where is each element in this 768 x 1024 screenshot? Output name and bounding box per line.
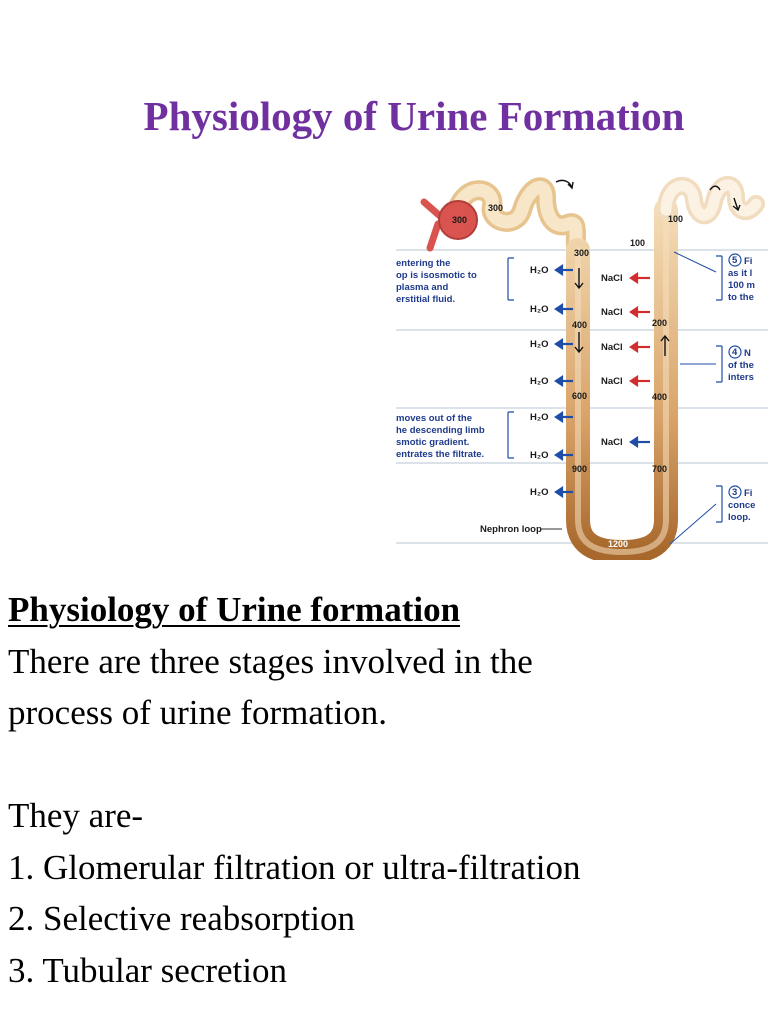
h2o-label: H₂O: [530, 339, 548, 350]
glomerulus: [420, 198, 478, 252]
svg-text:conce: conce: [728, 500, 755, 511]
nacl-arrows: [629, 271, 650, 449]
flow-arrows: [555, 179, 741, 356]
left-note-2: moves out of the he descending limb smot…: [396, 411, 514, 460]
svg-text:N: N: [744, 348, 751, 359]
nacl-label: NaCl: [601, 342, 623, 353]
right-note-5: 5 Fi as it l 100 m to the: [673, 251, 755, 303]
svg-text:Fi: Fi: [744, 256, 752, 267]
svg-text:to the: to the: [728, 292, 754, 303]
svg-text:entering the: entering the: [396, 258, 450, 269]
stage-item: 2. Selective reabsorption: [8, 899, 355, 938]
osm-desc-900: 900: [572, 464, 587, 474]
h2o-label: H₂O: [530, 376, 548, 387]
osm-asc-700: 700: [652, 464, 667, 474]
nacl-label: NaCl: [601, 376, 623, 387]
left-note-1: entering the op is isosmotic to plasma a…: [396, 257, 514, 305]
svg-text:entrates the filtrate.: entrates the filtrate.: [396, 449, 484, 460]
h2o-label: H₂O: [530, 265, 548, 276]
svg-text:3: 3: [732, 487, 737, 498]
h2o-label: H₂O: [530, 450, 548, 461]
svg-text:erstitial fluid.: erstitial fluid.: [396, 294, 455, 305]
body-text: Physiology of Urine formation There are …: [8, 584, 763, 996]
osm-distal: 100: [668, 214, 683, 224]
osm-bottom: 1200: [608, 539, 628, 549]
osm-asc-top: 100: [630, 238, 645, 248]
svg-text:he descending limb: he descending limb: [396, 425, 485, 436]
h2o-label: H₂O: [530, 304, 548, 315]
nacl-label: NaCl: [601, 307, 623, 318]
svg-text:op is isosmotic to: op is isosmotic to: [396, 270, 477, 281]
svg-text:moves out of the: moves out of the: [396, 413, 472, 424]
lead-line: They are-: [8, 796, 144, 835]
nephron-loop-label: Nephron loop: [480, 524, 542, 535]
osm-asc-200: 200: [652, 318, 667, 328]
svg-text:4: 4: [732, 347, 738, 358]
osm-glomerulus: 300: [452, 215, 467, 225]
svg-text:smotic gradient.: smotic gradient.: [396, 437, 469, 448]
osm-desc-top: 300: [574, 248, 589, 258]
svg-text:5: 5: [732, 255, 738, 266]
nacl-label: NaCl: [601, 437, 623, 448]
svg-text:100 m: 100 m: [728, 280, 755, 291]
h2o-arrows: [554, 263, 573, 499]
osm-asc-400: 400: [652, 392, 667, 402]
svg-text:of the: of the: [728, 360, 754, 371]
svg-text:Fi: Fi: [744, 488, 752, 499]
nephron-loop-diagram: 300 300 300 400 600 900 1200 700 400 200…: [396, 160, 768, 560]
section-heading: Physiology of Urine formation: [8, 590, 461, 629]
h2o-label: H₂O: [530, 412, 548, 423]
svg-text:loop.: loop.: [728, 512, 751, 523]
svg-text:as it l: as it l: [728, 268, 752, 279]
osm-glomerulus-out: 300: [488, 203, 503, 213]
right-note-4: 4 N of the inters: [680, 345, 754, 383]
h2o-labels: H₂O H₂O H₂O H₂O H₂O H₂O H₂O: [530, 265, 548, 498]
right-note-3: 3 Fi conce loop.: [669, 485, 755, 545]
slide-title: Physiology of Urine Formation: [143, 93, 685, 139]
nacl-label: NaCl: [601, 273, 623, 284]
svg-text:plasma and: plasma and: [396, 282, 448, 293]
osm-desc-400: 400: [572, 320, 587, 330]
h2o-label: H₂O: [530, 487, 548, 498]
stage-item: 3. Tubular secretion: [8, 950, 288, 990]
spacer: [8, 739, 763, 791]
osm-desc-600: 600: [572, 391, 587, 401]
intro-line-1: There are three stages involved in the: [8, 641, 533, 681]
stage-item: 1. Glomerular filtration or ultra-filtra…: [8, 847, 581, 887]
intro-line-2: process of urine formation.: [8, 693, 388, 732]
nacl-labels: NaCl NaCl NaCl NaCl NaCl: [601, 273, 623, 448]
svg-text:inters: inters: [728, 372, 754, 383]
